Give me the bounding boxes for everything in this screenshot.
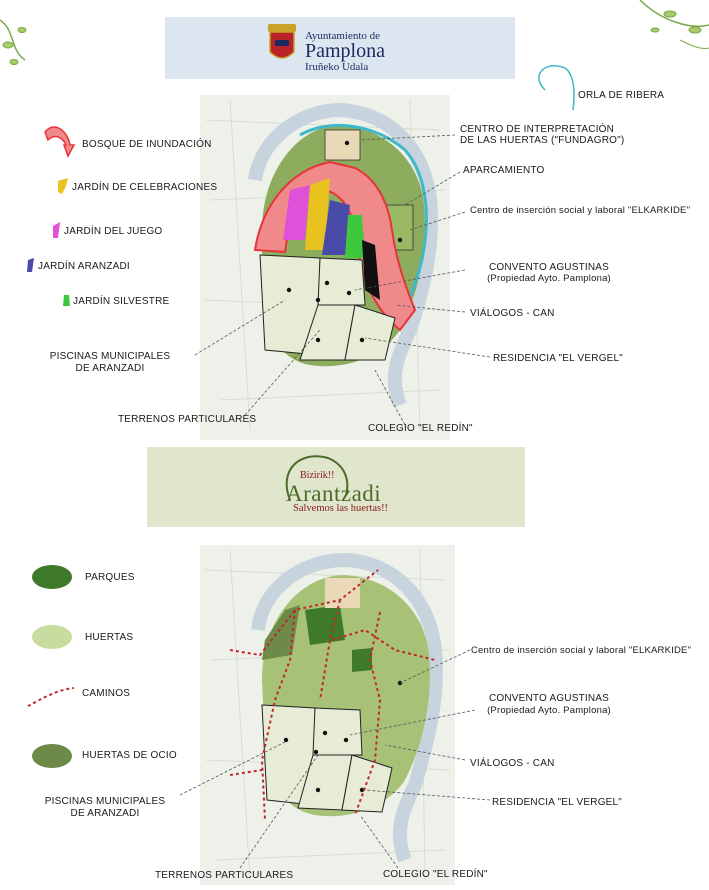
celebraciones-legend-icon [58, 178, 68, 194]
header-line3: Iruñeko Udala [305, 61, 369, 73]
jardin-silvestre-zone [345, 215, 365, 258]
residencia-label: RESIDENCIA "EL VERGEL" [493, 353, 624, 364]
top-river [248, 102, 438, 408]
header-line1: Ayuntamiento de [305, 30, 381, 42]
juego-label: JARDÍN DEL JUEGO [64, 226, 163, 237]
caminos-paths [229, 569, 436, 821]
parque-zone-1 [305, 605, 345, 645]
convento-label-b1: CONVENTO AGUSTINAS [488, 693, 610, 704]
bosque-legend-icon [44, 126, 76, 158]
salvemos-text: Salvemos las huertas!! [293, 503, 389, 514]
parques-legend-swatch [32, 565, 72, 589]
aranzadi-legend-icon [27, 258, 34, 272]
piscinas-label-b1: PISCINAS MUNICIPALES [44, 796, 166, 807]
centro-interp-label-2: DE LAS HUERTAS ("FUNDAGRO") [460, 135, 625, 146]
juego-legend-icon [53, 222, 60, 238]
elkarkide-label-2: Centro de inserción social y laboral "EL… [471, 645, 692, 656]
vine-decoration-icon [0, 0, 709, 65]
jardin-celebraciones-zone [305, 178, 330, 250]
silvestre-label: JARDÍN SILVESTRE [73, 296, 170, 307]
parques-label: PARQUES [85, 572, 135, 583]
piscinas-label-2: DE ARANZADI [75, 363, 145, 374]
jardin-juego-zone [283, 185, 310, 240]
orla-legend-icon [538, 65, 575, 111]
convento-label-2: (Propiedad Ayto. Pamplona) [487, 273, 611, 284]
bosque-label: BOSQUE DE INUNDACIÓN [82, 139, 212, 150]
vialogos-label-2: VIÁLOGOS - CAN [470, 758, 555, 769]
bizirik-text: Bizirik!! [300, 470, 335, 481]
convento-label-b2: (Propiedad Ayto. Pamplona) [487, 705, 611, 716]
arantzadi-banner [147, 447, 525, 527]
ocio-legend-swatch [32, 744, 72, 768]
centro-interp-label-1: CENTRO DE INTERPRETACIÓN [460, 124, 615, 135]
header-line2: Pamplona [305, 40, 385, 62]
centro-interpretacion-plot-2 [325, 578, 360, 608]
piscinas-label-b2: DE ARANZADI [70, 808, 140, 819]
ocio-label: HUERTAS DE OCIO [82, 750, 177, 761]
caminos-label: CAMINOS [82, 688, 131, 699]
terrenos-plot-2 [312, 707, 363, 756]
pamplona-header-banner [165, 17, 515, 79]
residencia-label-2: RESIDENCIA "EL VERGEL" [492, 797, 623, 808]
terrenos-label-2: TERRENOS PARTICULARES [155, 870, 294, 881]
centro-interpretacion-plot [324, 129, 361, 161]
arantzadi-arc-icon [285, 455, 349, 501]
convento-label-1: CONVENTO AGUSTINAS [488, 262, 610, 273]
huertas-label: HUERTAS [85, 632, 134, 643]
orla-de-ribera-line [299, 123, 428, 319]
terrenos-label: TERRENOS PARTICULARES [118, 414, 257, 425]
convento-agustinas-plot [362, 240, 380, 300]
arantzadi-title: Arantzadi [286, 481, 382, 506]
parque-zone-2 [352, 648, 372, 672]
residencia-plot [344, 304, 396, 361]
huertas-legend-swatch [32, 625, 72, 649]
aparcamiento-label: APARCAMIENTO [463, 165, 545, 176]
caminos-legend-swatch [27, 687, 75, 707]
silvestre-legend-icon [63, 295, 70, 306]
colegio-label: COLEGIO "EL REDÍN" [368, 423, 473, 434]
vialogos-label: VIÁLOGOS - CAN [470, 308, 555, 319]
terrenos-plot [317, 257, 366, 306]
pamplona-coat-of-arms-icon [268, 24, 296, 59]
aranzadi-label: JARDÍN ARANZADI [38, 261, 130, 272]
celebraciones-label: JARDÍN DE CELEBRACIONES [72, 182, 218, 193]
orla-label: ORLA DE RIBERA [578, 90, 665, 101]
piscinas-label-1: PISCINAS MUNICIPALES [49, 351, 171, 362]
colegio-label-2: COLEGIO "EL REDÍN" [383, 869, 488, 880]
bottom-river [251, 552, 443, 863]
jardin-aranzadi-zone [322, 200, 350, 255]
elkarkide-label: Centro de inserción social y laboral "EL… [470, 205, 691, 216]
